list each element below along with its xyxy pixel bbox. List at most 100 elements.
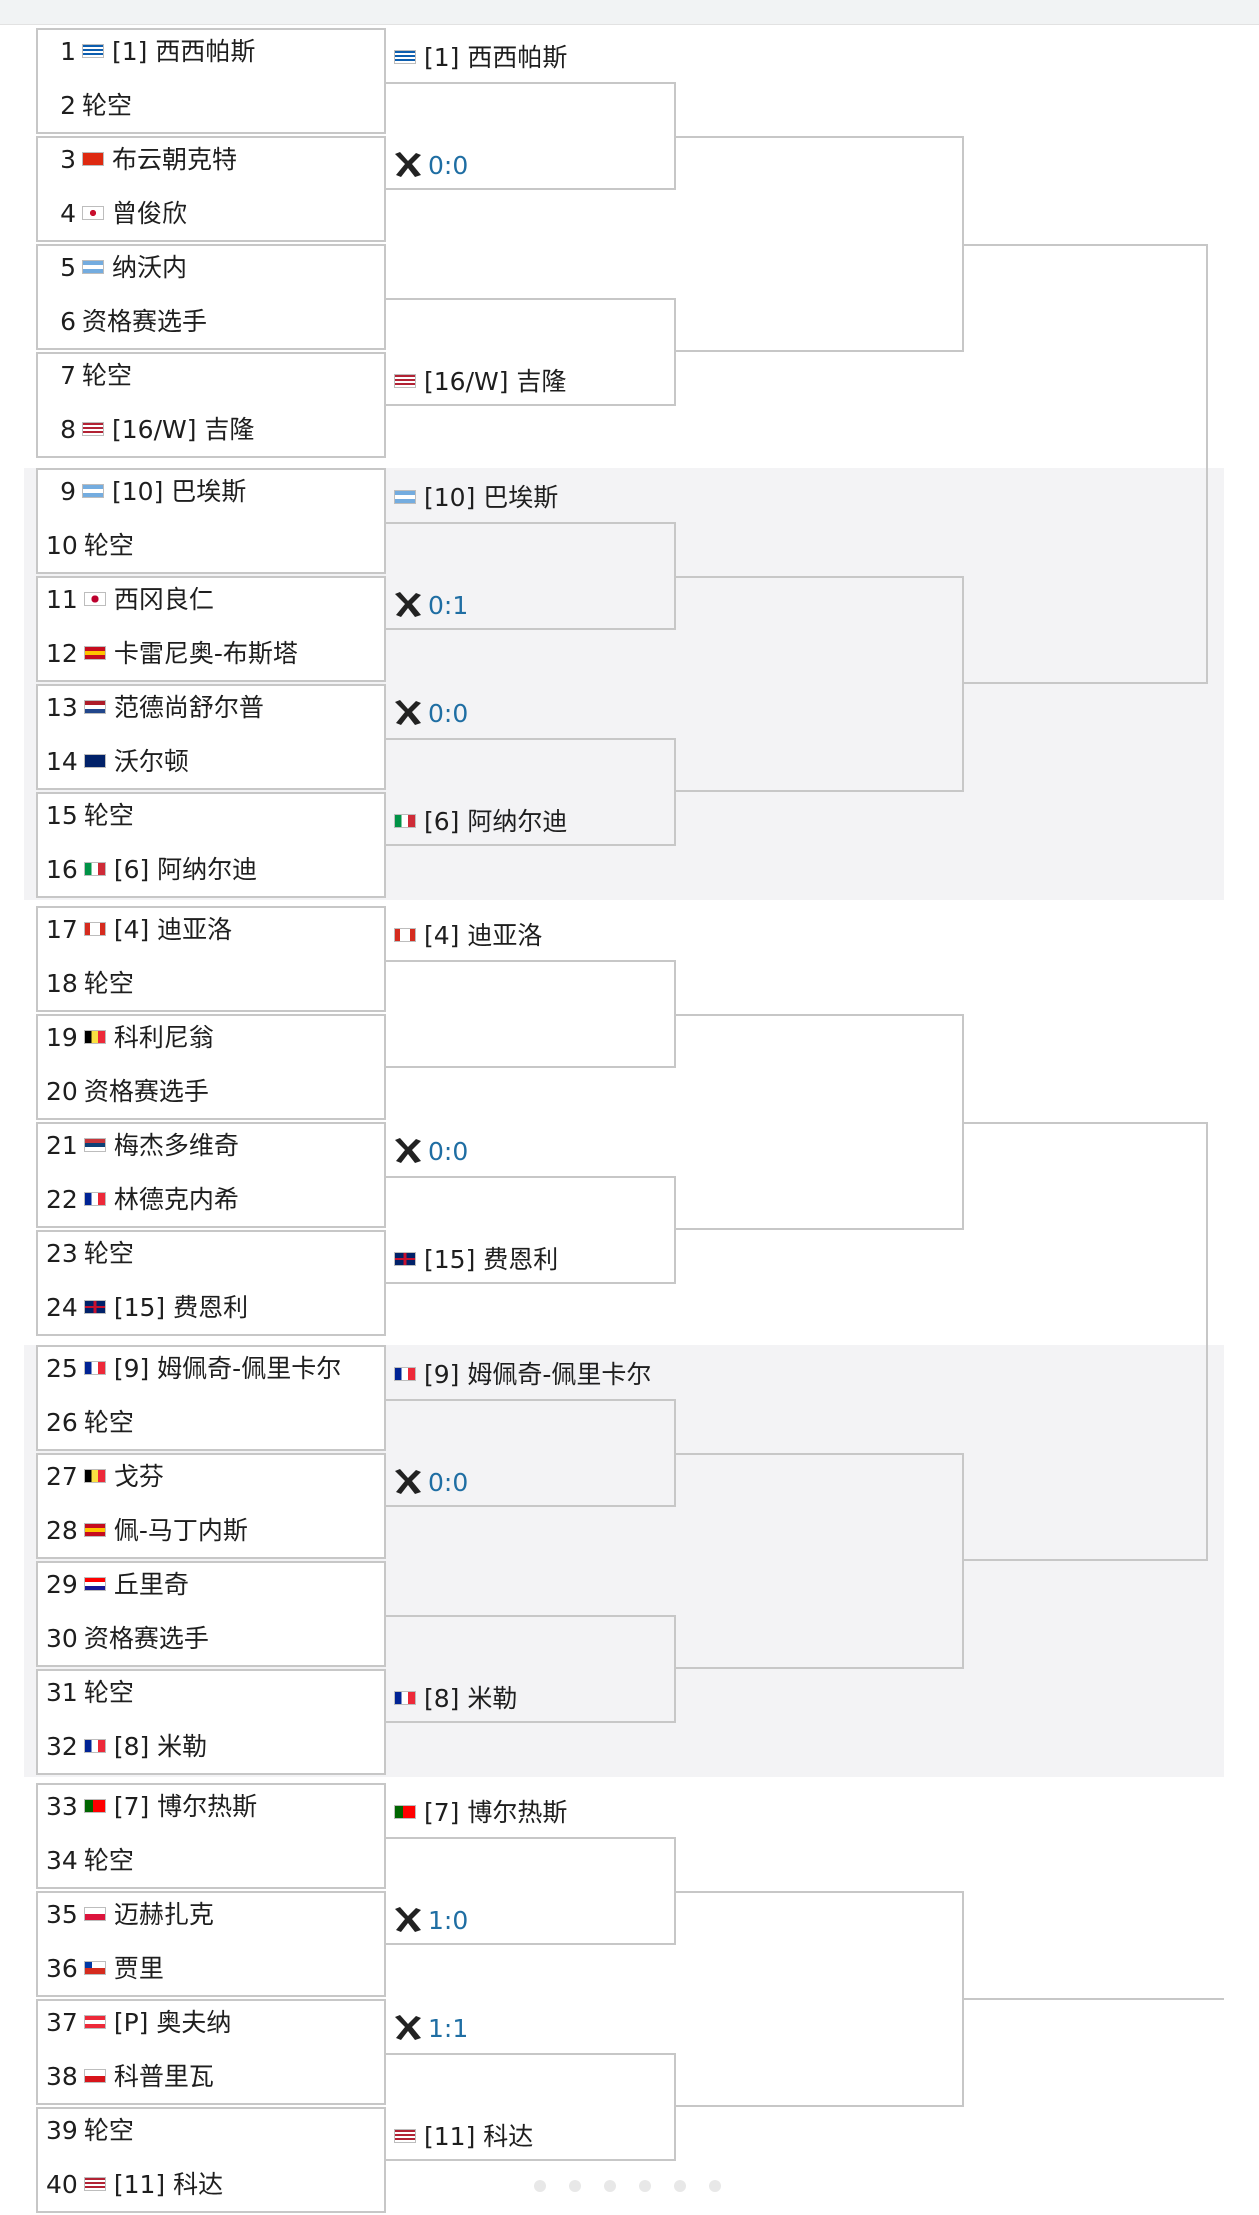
player-name: [4] 迪亚洛 [424,921,543,950]
score-value: 1:0 [428,1906,469,1935]
player-entry[interactable]: 25[9] 姆佩奇-佩里卡尔 [46,1354,341,1384]
draw-position: 38 [46,2062,78,2091]
round2-player[interactable]: [1] 西西帕斯 [394,43,567,73]
player-entry[interactable]: 24[15] 费恩利 [46,1293,248,1323]
arg-flag-icon [394,490,416,504]
round2-player[interactable]: [11] 科达 [394,2122,533,2152]
round4-connector [964,1122,1208,1561]
draw-position: 27 [46,1462,78,1491]
gbr-flag-icon [83,1300,106,1314]
player-name: [15] 费恩利 [113,1293,249,1322]
draw-position: 6 [60,307,76,336]
player-entry[interactable]: 16[6] 阿纳尔迪 [46,855,257,885]
round1-match[interactable] [36,352,386,458]
round1-match[interactable] [36,2107,386,2213]
draw-position: 18 [46,969,78,998]
player-entry[interactable]: 17[4] 迪亚洛 [46,915,232,945]
round1-match[interactable] [36,576,386,682]
round2-connector [386,1615,676,1723]
player-entry[interactable]: 37[P] 奥夫纳 [46,2008,231,2038]
round1-match[interactable] [36,1999,386,2105]
cro-flag-icon [83,1577,106,1591]
match-score[interactable]: 0:0 [392,1468,468,1498]
round2-player[interactable]: [4] 迪亚洛 [394,921,542,951]
player-entry[interactable]: 32[8] 米勒 [46,1732,207,1762]
player-entry[interactable]: 33[7] 博尔热斯 [46,1792,257,1822]
aut-flag-icon [83,2015,106,2029]
draw-position: 4 [60,199,76,228]
round1-match[interactable] [36,136,386,242]
fra-flag-icon [83,1192,106,1206]
round2-connector [386,2053,676,2161]
round2-player[interactable]: [7] 博尔热斯 [394,1798,567,1828]
ned-flag-icon [83,700,106,714]
draw-position: 12 [46,639,78,668]
player-entry[interactable]: 8[16/W] 吉隆 [46,415,254,445]
round1-match[interactable] [36,792,386,898]
arg-flag-icon [82,484,104,498]
match-score[interactable]: 0:0 [392,1137,468,1167]
match-score[interactable]: 1:1 [392,2014,468,2044]
player-name: 丘里奇 [113,1570,189,1599]
round2-player[interactable]: [16/W] 吉隆 [394,367,566,397]
player-name: 轮空 [83,1408,134,1437]
player-name: 轮空 [83,801,134,830]
player-name: 科利尼翁 [113,1023,214,1052]
draw-position: 16 [46,855,78,884]
match-score[interactable]: 0:0 [392,151,468,181]
player-name: [8] 米勒 [113,1732,208,1761]
round1-match[interactable] [36,1230,386,1336]
player-entry[interactable]: 9[10] 巴埃斯 [46,477,246,507]
player-entry[interactable]: 40[11] 科达 [46,2170,223,2200]
round2-connector [386,738,676,846]
can-flag-icon [394,928,416,942]
round2-player[interactable]: [10] 巴埃斯 [394,483,558,513]
draw-position: 37 [46,2008,78,2037]
player-entry[interactable]: 1[1] 西西帕斯 [46,37,255,67]
player-name: [1] 西西帕斯 [424,43,568,72]
round2-connector [386,82,676,190]
match-score[interactable]: 0:0 [392,699,468,729]
round2-player[interactable]: [9] 姆佩奇-佩里卡尔 [394,1360,651,1390]
versus-icon [395,1138,421,1163]
draw-position: 9 [60,477,76,506]
match-score[interactable]: 0:1 [392,591,468,621]
player-name: 林德克内希 [113,1185,239,1214]
round2-player[interactable]: [15] 费恩利 [394,1245,558,1275]
chi-flag-icon [83,1961,106,1975]
draw-position: 40 [46,2170,78,2199]
round2-player[interactable]: [6] 阿纳尔迪 [394,807,567,837]
round2-player[interactable]: [8] 米勒 [394,1684,517,1714]
round1-match[interactable] [36,1669,386,1775]
match-score[interactable]: 1:0 [392,1906,468,1936]
